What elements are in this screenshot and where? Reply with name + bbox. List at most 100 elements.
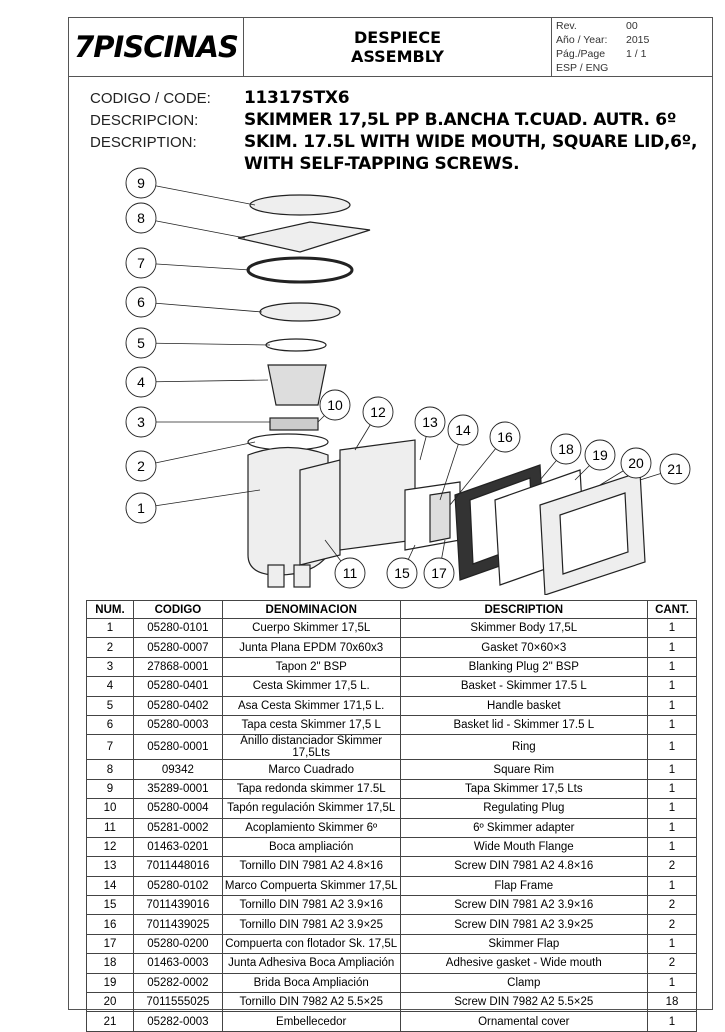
leader-line bbox=[140, 262, 251, 271]
table-cell: 7011439016 bbox=[132, 895, 223, 916]
callout-7: 7 bbox=[125, 247, 251, 279]
part-basket bbox=[267, 364, 327, 406]
table-cell: 1 bbox=[647, 695, 697, 716]
table-cell: Anillo distanciador Skimmer 17,5Lts bbox=[221, 734, 401, 761]
callout-17: 17 bbox=[423, 539, 455, 589]
part-body-outlet bbox=[293, 564, 311, 588]
title-en: ASSEMBLY bbox=[350, 47, 445, 66]
table-cell: Cuerpo Skimmer 17,5L bbox=[221, 617, 401, 639]
table-cell: Ornamental cover bbox=[399, 1011, 649, 1032]
part-plugs bbox=[269, 417, 319, 431]
callout-number: 16 bbox=[497, 429, 513, 445]
code-label: CODIGO / CODE: bbox=[90, 90, 211, 107]
table-cell: Screw DIN 7981 A2 3.9×16 bbox=[399, 895, 649, 916]
table-cell: 1 bbox=[86, 617, 134, 639]
table-cell: 18 bbox=[86, 953, 134, 974]
callout-number: 9 bbox=[137, 175, 145, 191]
table-cell: 1 bbox=[647, 778, 697, 800]
leader-line bbox=[140, 217, 246, 239]
callout-10: 10 bbox=[317, 389, 351, 423]
table-cell: Tapón regulación Skimmer 17,5L bbox=[221, 798, 401, 819]
callout-number: 10 bbox=[327, 397, 343, 413]
callout-number: 17 bbox=[431, 565, 447, 581]
meta-row: Año / Year: 2015 bbox=[556, 33, 708, 47]
table-cell: Handle basket bbox=[399, 695, 649, 716]
table-cell: 2 bbox=[647, 914, 697, 935]
meta-label: Año / Year: bbox=[556, 34, 608, 46]
table-cell: 05280-0101 bbox=[132, 617, 223, 639]
callout-11: 11 bbox=[324, 539, 366, 589]
callout-number: 6 bbox=[137, 294, 145, 310]
callout-circle bbox=[125, 366, 157, 398]
callout-circle bbox=[319, 389, 351, 421]
document-title: DESPIECE ASSEMBLY bbox=[244, 18, 552, 76]
callout-15: 15 bbox=[386, 544, 418, 589]
meta-label: ESP / ENG bbox=[556, 62, 609, 74]
table-cell: 05280-0001 bbox=[132, 734, 223, 761]
table-cell: 1 bbox=[647, 817, 697, 838]
desc-es-label: DESCRIPCION: bbox=[90, 112, 199, 129]
table-cell: Screw DIN 7982 A2 5.5×25 bbox=[399, 992, 649, 1013]
leader-line bbox=[140, 342, 271, 346]
callout-number: 3 bbox=[137, 414, 145, 430]
table-cell: 13 bbox=[86, 856, 134, 877]
callout-circle bbox=[125, 406, 157, 438]
part-round-lid bbox=[249, 194, 351, 216]
table-cell: Wide Mouth Flange bbox=[399, 836, 649, 858]
callout-number: 11 bbox=[343, 565, 358, 581]
callout-number: 20 bbox=[628, 455, 644, 471]
column-header: DESCRIPTION bbox=[399, 600, 649, 619]
callout-8: 8 bbox=[125, 202, 246, 239]
callout-number: 19 bbox=[592, 447, 608, 463]
callout-9: 9 bbox=[125, 167, 256, 206]
meta-value: 2015 bbox=[626, 34, 650, 46]
table-cell: 6º Skimmer adapter bbox=[399, 817, 649, 838]
table-cell: Marco Compuerta Skimmer 17,5L bbox=[221, 875, 401, 897]
table-cell: 4 bbox=[86, 676, 134, 697]
table-cell: 7011555025 bbox=[132, 992, 223, 1013]
table-cell: Tornillo DIN 7981 A2 4.8×16 bbox=[221, 856, 401, 877]
table-cell: 7011439025 bbox=[132, 914, 223, 935]
meta-value: 00 bbox=[626, 20, 638, 32]
table-cell: Tornillo DIN 7981 A2 3.9×25 bbox=[221, 914, 401, 935]
callout-number: 1 bbox=[137, 500, 145, 516]
callout-circle bbox=[414, 406, 446, 438]
column-header: CANT. bbox=[647, 600, 697, 619]
callout-16: 16 bbox=[449, 421, 521, 506]
table-cell: 09342 bbox=[132, 759, 223, 780]
table-cell: Skimmer Body 17,5L bbox=[399, 617, 649, 639]
table-cell: 3 bbox=[86, 656, 134, 678]
table-cell: Blanking Plug 2" BSP bbox=[399, 656, 649, 678]
callout-2: 2 bbox=[125, 441, 256, 482]
table-cell: 05280-0200 bbox=[132, 933, 223, 955]
product-info: CODIGO / CODE:11317STX6 DESCRIPCION:SKIM… bbox=[90, 88, 697, 174]
table-cell: 8 bbox=[86, 759, 134, 780]
table-cell: 05280-0102 bbox=[132, 875, 223, 897]
callout-14: 14 bbox=[439, 414, 479, 501]
callout-number: 13 bbox=[422, 414, 438, 430]
table-cell: 1 bbox=[647, 933, 697, 955]
company-logo: 7PISCINAS bbox=[69, 18, 244, 76]
callout-circle bbox=[125, 286, 157, 318]
table-cell: 5 bbox=[86, 695, 134, 716]
table-cell: 1 bbox=[647, 972, 697, 994]
table-cell: 21 bbox=[86, 1011, 134, 1032]
description-en-cont: WITH SELF-TAPPING SCREWS. bbox=[244, 154, 520, 174]
callout-number: 18 bbox=[558, 441, 574, 457]
table-cell: 9 bbox=[86, 778, 134, 800]
meta-row: Rev.00 bbox=[556, 19, 708, 33]
callout-circle bbox=[447, 414, 479, 446]
callout-3: 3 bbox=[125, 406, 270, 438]
column-header: NUM. bbox=[86, 600, 134, 619]
table-cell: Brida Boca Ampliación bbox=[221, 972, 401, 994]
callout-18: 18 bbox=[539, 433, 582, 481]
